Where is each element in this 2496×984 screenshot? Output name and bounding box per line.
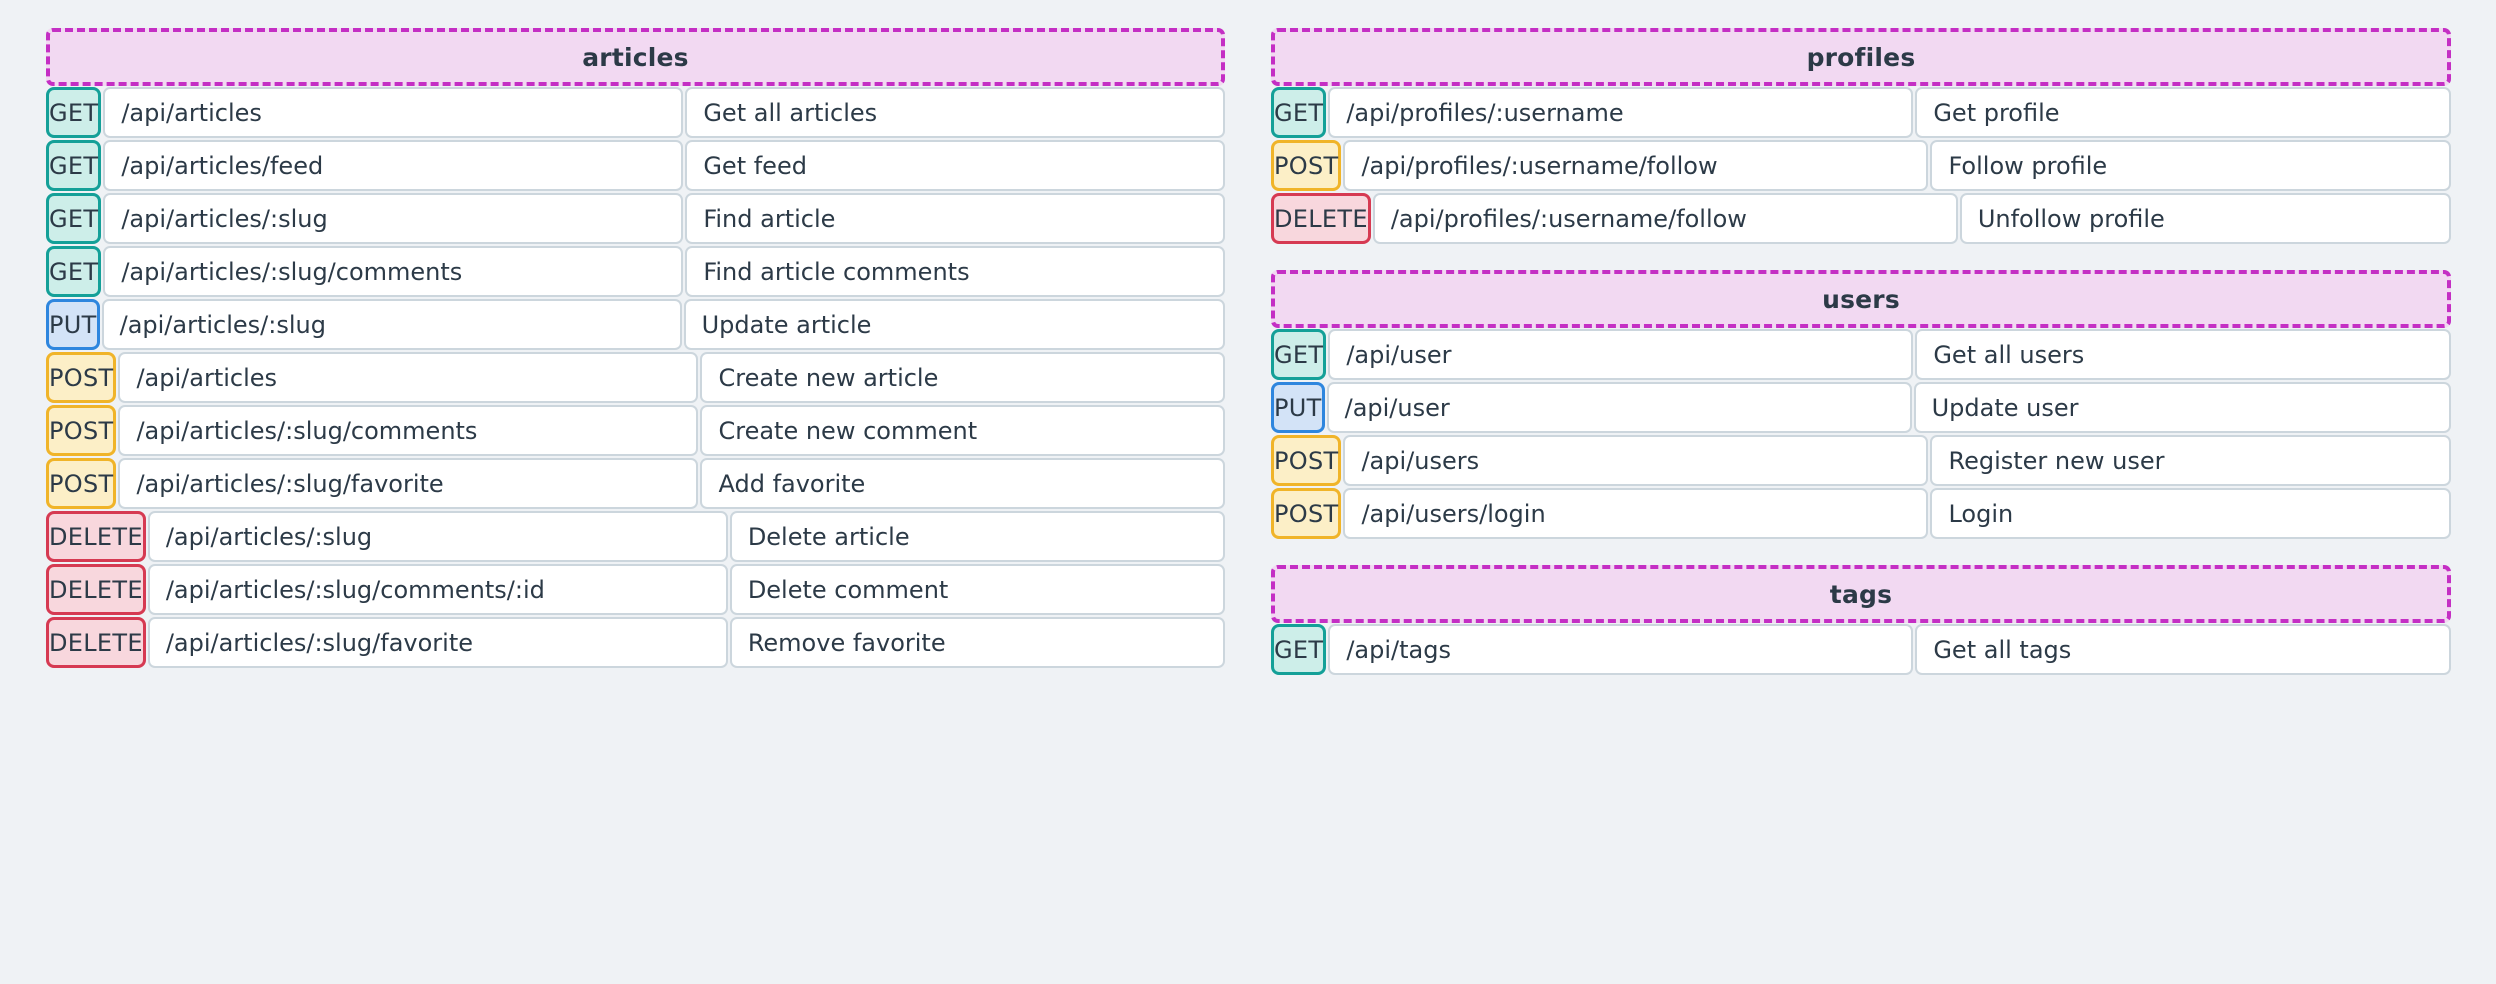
method-badge-post: POST xyxy=(46,458,117,509)
method-badge-delete: DELETE xyxy=(46,511,146,562)
method-badge-post: POST xyxy=(1271,488,1342,539)
endpoint-description: Get all users xyxy=(1915,329,2451,380)
method-badge-get: GET xyxy=(1271,329,1327,380)
group-header-profiles: profiles xyxy=(1271,28,2451,86)
method-badge-get: GET xyxy=(46,140,102,191)
endpoint-path: /api/articles/:slug xyxy=(147,511,728,562)
endpoint-description: Get feed xyxy=(685,140,1225,191)
endpoint-description: Create new comment xyxy=(700,405,1225,456)
endpoint-path: /api/articles xyxy=(118,352,699,403)
endpoint-description: Update article xyxy=(683,299,1225,350)
method-badge-get: GET xyxy=(46,246,102,297)
endpoint-description: Add favorite xyxy=(700,458,1225,509)
group-title: profiles xyxy=(1806,42,1916,72)
endpoint-description: Remove favorite xyxy=(729,617,1225,668)
endpoint-description: Get all tags xyxy=(1915,624,2451,675)
method-badge-post: POST xyxy=(46,405,117,456)
endpoint-path: /api/articles/:slug/favorite xyxy=(118,458,699,509)
endpoint-path: /api/user xyxy=(1328,329,1914,380)
method-badge-put: PUT xyxy=(1271,382,1325,433)
endpoint-description: Login xyxy=(1930,488,2451,539)
endpoint-description: Create new article xyxy=(700,352,1225,403)
group-header-tags: tags xyxy=(1271,565,2451,623)
method-badge-get: GET xyxy=(46,87,102,138)
method-badge-put: PUT xyxy=(46,299,100,350)
endpoint-description: Update user xyxy=(1913,382,2451,433)
group-title: users xyxy=(1822,284,1900,314)
endpoint-description: Follow profile xyxy=(1930,140,2451,191)
endpoint-path: /api/articles/:slug/favorite xyxy=(147,617,728,668)
endpoint-path: /api/articles/:slug xyxy=(103,193,684,244)
endpoint-description: Get all articles xyxy=(685,87,1225,138)
endpoint-path: /api/articles/:slug/comments xyxy=(103,246,684,297)
endpoint-description: Unfollow profile xyxy=(1959,193,2451,244)
method-badge-delete: DELETE xyxy=(46,617,146,668)
endpoint-path: /api/tags xyxy=(1328,624,1914,675)
method-badge-post: POST xyxy=(1271,435,1342,486)
endpoint-description: Find article comments xyxy=(685,246,1225,297)
group-title: tags xyxy=(1829,579,1893,609)
endpoint-path: /api/articles/:slug/comments xyxy=(118,405,699,456)
group-header-articles: articles xyxy=(46,28,1225,86)
endpoint-path: /api/articles/feed xyxy=(103,140,684,191)
endpoint-path: /api/users/login xyxy=(1343,488,1929,539)
endpoint-description: Delete article xyxy=(729,511,1225,562)
endpoint-path: /api/profiles/:username/follow xyxy=(1372,193,1958,244)
group-title: articles xyxy=(582,42,689,72)
method-badge-get: GET xyxy=(1271,87,1327,138)
endpoint-path: /api/users xyxy=(1343,435,1929,486)
endpoint-path: /api/profiles/:username xyxy=(1328,87,1914,138)
method-badge-get: GET xyxy=(1271,624,1327,675)
endpoint-path: /api/articles/:slug/comments/:id xyxy=(147,564,728,615)
endpoint-description: Delete comment xyxy=(729,564,1225,615)
endpoint-path: /api/articles xyxy=(103,87,684,138)
group-header-users: users xyxy=(1271,270,2451,328)
endpoint-description: Find article xyxy=(685,193,1225,244)
method-badge-post: POST xyxy=(46,352,117,403)
endpoint-description: Register new user xyxy=(1930,435,2451,486)
endpoint-path: /api/profiles/:username/follow xyxy=(1343,140,1929,191)
method-badge-delete: DELETE xyxy=(46,564,146,615)
method-badge-get: GET xyxy=(46,193,102,244)
endpoint-path: /api/user xyxy=(1326,382,1912,433)
method-badge-post: POST xyxy=(1271,140,1342,191)
endpoint-path: /api/articles/:slug xyxy=(101,299,682,350)
endpoint-description: Get profile xyxy=(1915,87,2451,138)
method-badge-delete: DELETE xyxy=(1271,193,1371,244)
